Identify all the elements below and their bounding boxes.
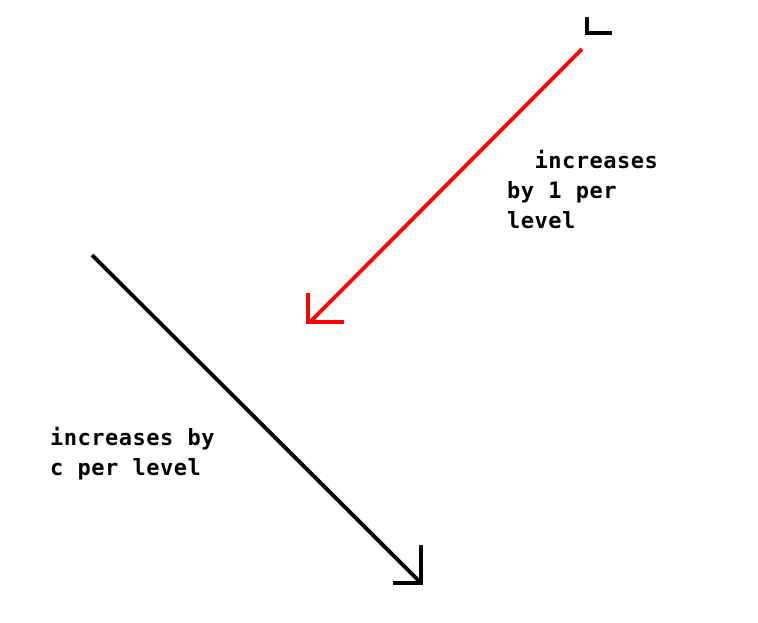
- black-arrow-label: increases by c per level: [50, 426, 215, 481]
- red-arrow-label: increases by 1 per level: [507, 149, 659, 234]
- red-arrow-head: [306, 293, 344, 324]
- black-arrow-shaft: [90, 253, 423, 585]
- corner-mark: [585, 17, 612, 35]
- black-arrow-head: [393, 545, 423, 585]
- red-arrow-shaft: [308, 47, 584, 324]
- red-arrow: [306, 47, 584, 324]
- black-arrow: [90, 253, 423, 585]
